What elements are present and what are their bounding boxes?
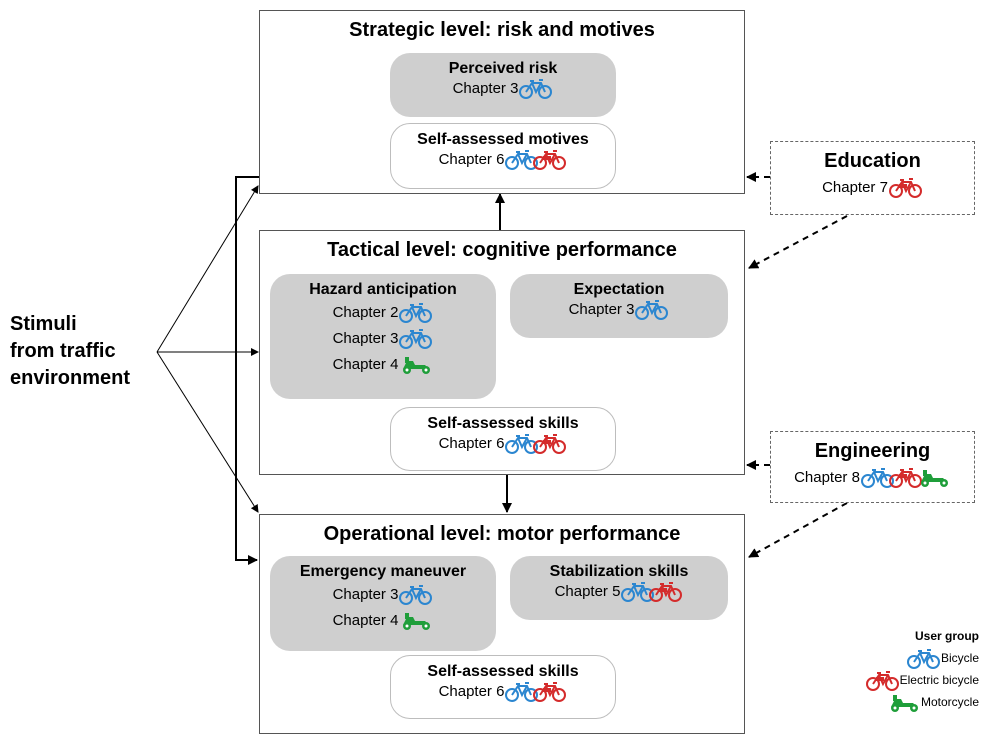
chapter-label: Chapter 2 <box>332 304 399 322</box>
legend-item-bicycle: Bicycle <box>865 647 979 669</box>
user-group-legend: User group Bicycle Electric bicycle Moto… <box>865 625 979 713</box>
perceived-risk-title: Perceived risk <box>448 60 558 77</box>
self-assessed-motives-title: Self-assessed motives <box>417 131 589 148</box>
expectation-chapter: Chapter 3 <box>510 299 728 321</box>
bicycle-icon <box>635 300 669 321</box>
expectation-box: Expectation Chapter 3 <box>510 274 728 338</box>
hazard-anticipation-title: Hazard anticipation <box>309 281 457 298</box>
bicycle-icon <box>519 79 553 100</box>
stimuli-line-1: Stimuli <box>10 313 77 335</box>
stimuli-label: Stimuli from traffic environment <box>10 311 130 392</box>
strategic-level-title: Strategic level: risk and motives <box>349 19 655 41</box>
chapter-label: Chapter 3 <box>568 301 635 319</box>
legend-title: User group <box>914 629 979 643</box>
engineering-box: Engineering Chapter 8 <box>770 431 975 503</box>
bicycle-icon <box>860 468 894 489</box>
bicycle-icon <box>906 648 940 669</box>
motorcycle-icon <box>403 613 431 631</box>
operational-self-assessed-skills-title: Self-assessed skills <box>427 663 579 680</box>
chapter-label: Chapter 3 <box>452 80 519 98</box>
perceived-risk-box: Perceived risk Chapter 3 <box>390 53 616 117</box>
hazard-anticipation-box: Hazard anticipation Chapter 2 Chapter 3 … <box>270 274 496 399</box>
strategic-level-box: Strategic level: risk and motives Percei… <box>259 10 745 194</box>
bicycle-icon <box>621 582 655 603</box>
legend-item-electric-bicycle: Electric bicycle <box>865 669 979 691</box>
chapter-label: Chapter 5 <box>554 583 621 601</box>
bicycle-icon <box>399 303 433 324</box>
chapter-label: Chapter 4 <box>332 612 399 630</box>
tactical-self-assessed-skills-chapter: Chapter 6 <box>391 433 615 455</box>
operational-level-title: Operational level: motor performance <box>323 523 681 545</box>
hazard-anticipation-chapter-3: Chapter 4 <box>270 354 496 376</box>
perceived-risk-chapter: Chapter 3 <box>390 78 616 100</box>
hazard-anticipation-chapter-1: Chapter 2 <box>270 302 496 324</box>
stimuli-line-2: from traffic <box>10 340 116 362</box>
chapter-label: Chapter 8 <box>794 469 860 487</box>
electric-bicycle-icon <box>649 582 683 603</box>
electric-bicycle-icon <box>533 434 567 455</box>
hazard-anticipation-chapter-2: Chapter 3 <box>270 328 496 350</box>
emergency-maneuver-chapter-1: Chapter 3 <box>270 584 496 606</box>
engineering-chapter: Chapter 8 <box>771 467 974 489</box>
electric-bicycle-icon <box>865 670 899 691</box>
bicycle-icon <box>505 682 539 703</box>
electric-bicycle-icon <box>888 178 922 199</box>
education-box: Education Chapter 7 <box>770 141 975 215</box>
operational-self-assessed-skills-chapter: Chapter 6 <box>391 681 615 703</box>
electric-bicycle-icon <box>533 150 567 171</box>
stabilization-skills-title: Stabilization skills <box>549 563 689 580</box>
expectation-title: Expectation <box>573 281 665 298</box>
tactical-self-assessed-skills-title: Self-assessed skills <box>427 415 579 432</box>
stabilization-skills-chapter: Chapter 5 <box>510 581 728 603</box>
education-to-tactical-arrow <box>748 215 848 269</box>
emergency-maneuver-box: Emergency maneuver Chapter 3 Chapter 4 <box>270 556 496 651</box>
chapter-label: Chapter 7 <box>822 179 888 197</box>
stimuli-line-3: environment <box>10 367 131 389</box>
bicycle-icon <box>505 434 539 455</box>
chapter-label: Chapter 6 <box>438 151 505 169</box>
legend-label-electric-bicycle: Electric bicycle <box>899 673 979 687</box>
electric-bicycle-icon <box>533 682 567 703</box>
stimuli-to-strategic-arrow <box>156 185 259 353</box>
chapter-label: Chapter 6 <box>438 683 505 701</box>
electric-bicycle-icon <box>888 468 922 489</box>
chapter-label: Chapter 3 <box>332 330 399 348</box>
motorcycle-icon <box>920 470 948 488</box>
stabilization-skills-box: Stabilization skills Chapter 5 <box>510 556 728 620</box>
education-title: Education <box>824 150 921 172</box>
education-chapter: Chapter 7 <box>771 177 974 199</box>
motorcycle-icon <box>890 694 918 712</box>
bicycle-icon <box>505 150 539 171</box>
legend-label-motorcycle: Motorcycle <box>920 695 979 709</box>
self-assessed-motives-chapter: Chapter 6 <box>391 149 615 171</box>
chapter-label: Chapter 6 <box>438 435 505 453</box>
emergency-maneuver-title: Emergency maneuver <box>299 563 467 580</box>
engineering-to-operational-arrow <box>748 502 848 558</box>
engineering-title: Engineering <box>814 440 931 462</box>
self-assessed-motives-box: Self-assessed motives Chapter 6 <box>390 123 616 189</box>
chapter-label: Chapter 3 <box>332 586 399 604</box>
legend-item-motorcycle: Motorcycle <box>865 691 979 713</box>
bicycle-icon <box>399 329 433 350</box>
emergency-maneuver-chapter-2: Chapter 4 <box>270 610 496 632</box>
bicycle-icon <box>399 585 433 606</box>
chapter-label: Chapter 4 <box>332 356 399 374</box>
stimuli-to-operational-arrow <box>156 351 259 513</box>
operational-self-assessed-skills-box: Self-assessed skills Chapter 6 <box>390 655 616 719</box>
strategic-to-operational-feedback-arrow <box>235 176 259 565</box>
operational-level-box: Operational level: motor performance Eme… <box>259 514 745 734</box>
tactical-level-title: Tactical level: cognitive performance <box>327 239 677 261</box>
tactical-self-assessed-skills-box: Self-assessed skills Chapter 6 <box>390 407 616 471</box>
legend-label-bicycle: Bicycle <box>940 651 979 665</box>
tactical-level-box: Tactical level: cognitive performance Ha… <box>259 230 745 475</box>
motorcycle-icon <box>403 357 431 375</box>
